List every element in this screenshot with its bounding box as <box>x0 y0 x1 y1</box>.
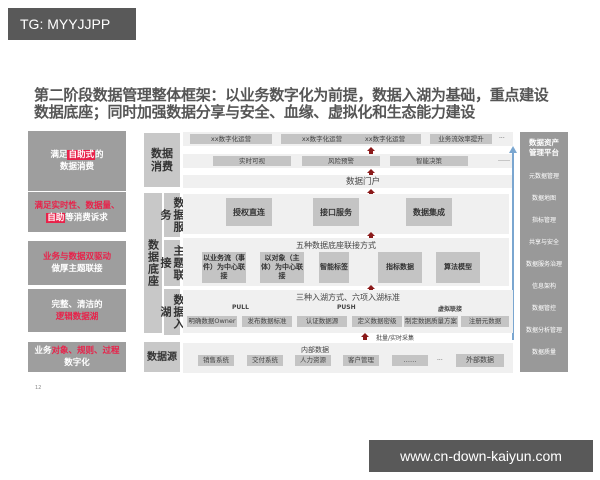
ingest-title: 三种入湖方式、六项入湖标准 <box>296 293 400 302</box>
goal-box-service: 满足实时性、数据量、 自助等消费诉求 <box>28 192 126 232</box>
collect-label: 批量/实时采集 <box>376 335 415 342</box>
source-item: 销售系统 <box>198 355 234 366</box>
layer-label-text: 数据消费 <box>151 147 173 173</box>
platform-item: 数据地图 <box>531 195 556 202</box>
layer-label-text: 数据源 <box>147 351 177 363</box>
consumption-more: …… <box>498 156 510 163</box>
consumption-item: xx数字化运营 <box>281 134 363 144</box>
asset-platform-panel: 数据资产管理平台 元数据管理 数据地图 指标管理 共享与安全 数据服务治理 信息… <box>520 132 568 372</box>
up-arrow-icon <box>367 169 375 176</box>
goal-text: 业务与数据双驱动 <box>42 252 111 262</box>
asset-platform-title: 数据资产管理平台 <box>529 138 559 157</box>
goal-box-source: 业务对象、规则、过程 数字化 <box>28 342 126 372</box>
layer-label-service: 数据服务 <box>159 193 185 237</box>
platform-item: 数据分析管理 <box>525 327 562 334</box>
title-line-1: 第二阶段数据管理整体框架：以业务数字化为前提，数据入湖为基础，重点建设 <box>34 86 549 104</box>
goal-text: 完整、清洁的 <box>51 299 103 310</box>
ingest-method-pull: PULL <box>232 304 249 311</box>
platform-item: 数据管控 <box>531 305 556 312</box>
page-number: 12 <box>35 385 42 391</box>
external-data: 外部数据 <box>456 354 504 367</box>
consumption-item: 实时可视 <box>213 156 291 166</box>
topic-item: 算法模型 <box>436 252 480 283</box>
data-portal-bar <box>183 175 513 188</box>
title-line-2: 数据底座；同时加强数据分享与安全、血缘、虚拟化和生态能力建设 <box>34 103 476 121</box>
topic-item: 智能标签 <box>319 252 349 283</box>
layer-label-text: 数据入湖 <box>159 294 185 330</box>
goal-box-ingest: 完整、清洁的 逻辑数据湖 <box>28 289 126 332</box>
ingest-item: 认证数据源 <box>297 316 347 327</box>
ingest-item: 定义数据密级 <box>352 316 402 327</box>
topic-item: 以业务流（事件）为中心联接 <box>202 252 246 283</box>
goal-text: 满足 <box>50 150 68 160</box>
goal-highlight: 自助式 <box>67 150 95 160</box>
source-item: 交付系统 <box>247 355 283 366</box>
ingest-method-push: PUSH <box>337 304 356 311</box>
goal-highlight: 对象、规则、过程 <box>51 346 120 356</box>
internal-data-title: 内部数据 <box>301 346 329 354</box>
layer-label-text: 数据服务 <box>159 197 185 233</box>
service-item: 数据集成 <box>406 198 452 226</box>
platform-item: 数据质量 <box>531 349 556 356</box>
layer-label-ingest: 数据入湖 <box>159 289 185 335</box>
platform-item: 指标管理 <box>531 217 556 224</box>
goal-text: 业务 <box>34 346 52 356</box>
data-portal-label: 数据门户 <box>346 177 381 187</box>
watermark: www.cn-down-kaiyun.com <box>369 440 593 472</box>
ingest-item: 制定数据质量方案 <box>404 316 458 327</box>
platform-item: 元数据管理 <box>528 173 559 180</box>
goal-text: 满足实时性、数据量、 <box>34 201 120 211</box>
goal-highlight: 自助 <box>46 213 66 223</box>
layer-label-text: 数据底座 <box>146 239 160 287</box>
up-arrow-icon <box>367 232 375 239</box>
ingest-item: 注册元数据 <box>461 316 509 327</box>
layer-label-foundation: 数据底座 <box>144 193 162 333</box>
goal-box-topic: 业务与数据双驱动 做厚主题联接 <box>28 241 126 285</box>
up-arrow-icon <box>367 285 375 292</box>
goal-text: 等消费诉求 <box>65 213 108 223</box>
goal-text: 做厚主题联接 <box>51 264 103 274</box>
layer-label-text: 主题联接 <box>159 245 185 281</box>
service-item: 授权直连 <box>226 198 272 226</box>
slide-title: 第二阶段数据管理整体框架：以业务数字化为前提，数据入湖为基础，重点建设 数据底座… <box>34 87 549 121</box>
consumption-item: xx数字化运营 <box>190 134 272 144</box>
up-arrow-icon <box>367 189 375 196</box>
topic-item: 指标数据 <box>378 252 422 283</box>
source-item: …… <box>392 355 428 366</box>
source-item: 人力资源 <box>295 355 331 366</box>
consumption-more: ... <box>499 133 505 140</box>
blue-up-arrow-icon <box>509 146 517 153</box>
platform-item: 信息架构 <box>531 283 556 290</box>
blue-flow-line <box>512 152 514 340</box>
goal-text: 的 <box>95 150 104 160</box>
consumption-item: 风险预警 <box>302 156 380 166</box>
consumption-item: xx数字化运营 <box>349 134 421 144</box>
goal-text: 逻辑数据湖 <box>55 311 99 322</box>
platform-item: 共享与安全 <box>528 239 559 246</box>
up-arrow-icon <box>361 333 369 340</box>
source-more: ... <box>437 355 443 362</box>
goal-text: 数据消费 <box>59 162 94 172</box>
topic-item: 以对象（主体）为中心联接 <box>260 252 304 283</box>
goal-box-consumption: 满足自助式的 数据消费 <box>28 131 126 191</box>
ingest-method-virtual: 虚拟联接 <box>438 306 463 313</box>
ingest-item: 明确数据Owner <box>187 316 237 327</box>
service-item: 接口服务 <box>313 198 359 226</box>
layer-label-source: 数据源 <box>144 342 180 372</box>
layer-label-consumption: 数据消费 <box>144 133 180 187</box>
source-item: 客户管理 <box>343 355 379 366</box>
layer-label-topic: 主题联接 <box>159 240 185 286</box>
consumption-item: 业务流效率提升 <box>430 134 492 144</box>
ingest-item: 发布数据标准 <box>242 316 292 327</box>
consumption-item: 智能决策 <box>390 156 468 166</box>
goal-text: 数字化 <box>64 358 90 368</box>
topic-title: 五种数据底座联接方式 <box>296 241 376 250</box>
tg-badge: TG: MYYJJPP <box>8 8 136 40</box>
up-arrow-icon <box>367 147 375 154</box>
platform-item: 数据服务治理 <box>525 261 562 268</box>
ingest-panel <box>183 290 513 333</box>
